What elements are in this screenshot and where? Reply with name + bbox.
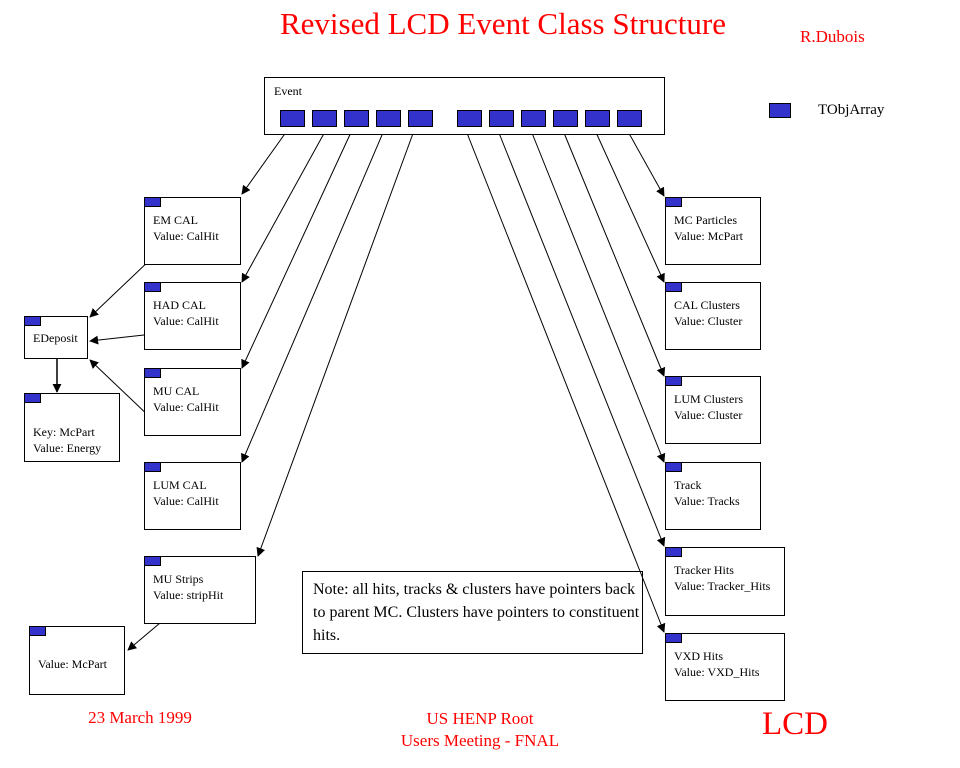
arrow-to-lum-cal [241,127,386,463]
arrow-to-mu-strips [256,127,416,557]
node-value: Value: CalHit [153,314,219,328]
tobjarray-tab-icon [145,463,161,472]
tobjarray-square-icon [617,110,642,127]
node-value: Value: CalHit [153,229,219,243]
tobjarray-tab-icon [30,627,46,636]
footer-date: 23 March 1999 [88,708,192,727]
tobjarray-tab-icon [666,377,682,386]
tobjarray-square-icon [585,110,610,127]
tobjarray-square-icon [521,110,546,127]
tobjarray-square-icon [489,110,514,127]
node-name: Tracker Hits [674,563,734,577]
node-value: Value: VXD_Hits [674,665,760,679]
tobjarray-tab-icon [666,548,682,557]
node-value: Value: stripHit [153,588,224,602]
node-name: CAL Clusters [674,298,740,312]
tobjarray-tab-icon [25,317,41,326]
tobjarray-tab-icon [145,369,161,378]
tobjarray-tab-icon [666,634,682,643]
tobjarray-square-icon [280,110,305,127]
arrow-strips-to-mcpart [127,622,161,651]
node-name: VXD Hits [674,649,724,663]
tobjarray-square-icon [769,103,791,118]
node-name: Track [674,478,702,492]
note-box: Note: all hits, tracks & clusters have p… [302,571,643,654]
tobjarray-square-icon [344,110,369,127]
footer-meeting: US HENP Root Users Meeting - FNAL [380,708,580,752]
tobjarray-square-icon [408,110,433,127]
arrow-to-cal-clusters [593,127,665,283]
arrow-to-tracker-hits [496,127,666,547]
node-name: LUM Clusters [674,392,743,406]
node-name: MC Particles [674,213,737,227]
node-name: EDeposit [33,331,78,345]
arrow-to-lum-clusters [561,127,666,377]
legend-label: TObjArray [818,102,885,118]
diagram-title: Revised LCD Event Class Structure [280,6,726,41]
tobjarray-tab-icon [145,198,161,207]
node-value: Value: Cluster [674,408,743,422]
node-value: Value: CalHit [153,494,219,508]
node-em-cal: EM CAL Value: CalHit [144,197,241,265]
author: R.Dubois [800,27,865,46]
arrow-to-vxd-hits [464,127,666,633]
tobjarray-square-icon [457,110,482,127]
arrow-had-to-edeposit [89,333,154,345]
node-value: Value: Cluster [674,314,743,328]
node-name: MU CAL [153,384,200,398]
node-value: Value: CalHit [153,400,219,414]
node-value: Value: McPart [38,657,107,671]
node-strip-mcpart: Value: McPart [29,626,125,695]
node-edeposit: EDeposit [24,316,88,359]
footer-meeting-line1: US HENP Root [426,709,534,728]
tobjarray-square-icon [553,110,578,127]
arrow-em-to-edeposit [89,256,154,318]
tobjarray-square-icon [312,110,337,127]
tobjarray-tab-icon [145,557,161,566]
node-mu-cal: MU CAL Value: CalHit [144,368,241,436]
arrow-to-had-cal [241,127,328,283]
footer-meeting-line2: Users Meeting - FNAL [400,731,560,750]
node-value: Value: Energy [33,441,102,455]
node-name: EM CAL [153,213,198,227]
tobjarray-tab-icon [666,283,682,292]
tobjarray-tab-icon [666,463,682,472]
footer-brand: LCD [762,706,828,742]
node-key: Key: McPart [33,425,95,439]
tobjarray-square-icon [376,110,401,127]
node-lum-cal: LUM CAL Value: CalHit [144,462,241,530]
event-label: Event [274,84,302,98]
tobjarray-tab-icon [666,198,682,207]
tobjarray-tab-icon [145,283,161,292]
node-value: Value: McPart [674,229,743,243]
arrow-to-mu-cal [241,127,354,369]
node-name: HAD CAL [153,298,206,312]
node-had-cal: HAD CAL Value: CalHit [144,282,241,350]
node-name: MU Strips [153,572,204,586]
arrow-to-mc-particles [625,127,665,197]
arrow-to-em-cal [241,127,290,195]
node-value: Value: Tracks [674,494,740,508]
node-value: Value: Tracker_Hits [674,579,771,593]
arrow-to-track [529,127,666,463]
arrow-mu-to-edeposit [89,359,154,421]
tobjarray-tab-icon [25,394,41,403]
node-name: LUM CAL [153,478,207,492]
